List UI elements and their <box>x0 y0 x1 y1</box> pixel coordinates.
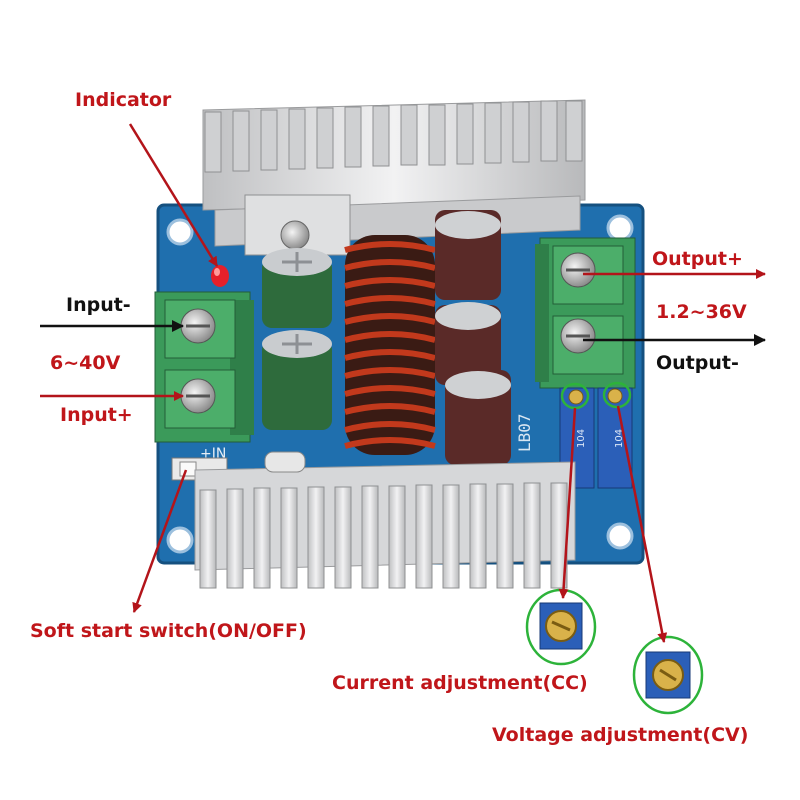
label-indicator: Indicator <box>75 89 172 111</box>
onboard-potentiometers: 104 104 <box>559 387 633 489</box>
arrow-soft-start <box>132 469 188 613</box>
label-input-voltage: 6~40V <box>50 352 121 374</box>
silk-board-id: LB07 <box>515 413 534 452</box>
annotation-arrows <box>40 123 766 643</box>
input-capacitors <box>262 248 332 430</box>
arrow-indicator <box>128 123 219 267</box>
top-heatsink <box>202 99 586 256</box>
cc-potentiometer-zoom[interactable] <box>525 588 597 666</box>
bottom-heatsink <box>194 451 576 589</box>
label-output-minus: Output- <box>656 352 739 374</box>
label-output-voltage: 1.2~36V <box>656 301 747 323</box>
input-terminal-block <box>154 291 254 443</box>
cv-potentiometer-zoom[interactable] <box>632 635 704 715</box>
label-soft-start: Soft start switch(ON/OFF) <box>30 620 307 642</box>
label-voltage-adjustment: Voltage adjustment(CV) <box>492 724 749 746</box>
arrow-cv <box>616 405 668 643</box>
label-input-minus: Input- <box>66 294 131 316</box>
label-current-adjustment: Current adjustment(CC) <box>332 672 588 694</box>
inductor-coil <box>344 235 436 455</box>
output-capacitors <box>435 210 511 465</box>
pot-cv-marking: 104 <box>614 429 625 448</box>
label-output-plus: Output+ <box>652 248 743 270</box>
label-input-plus: Input+ <box>60 404 133 426</box>
pot-cc-marking: 104 <box>576 429 587 448</box>
indicator-led <box>211 265 229 287</box>
output-terminal-block <box>535 237 636 389</box>
arrow-cc <box>558 407 577 599</box>
